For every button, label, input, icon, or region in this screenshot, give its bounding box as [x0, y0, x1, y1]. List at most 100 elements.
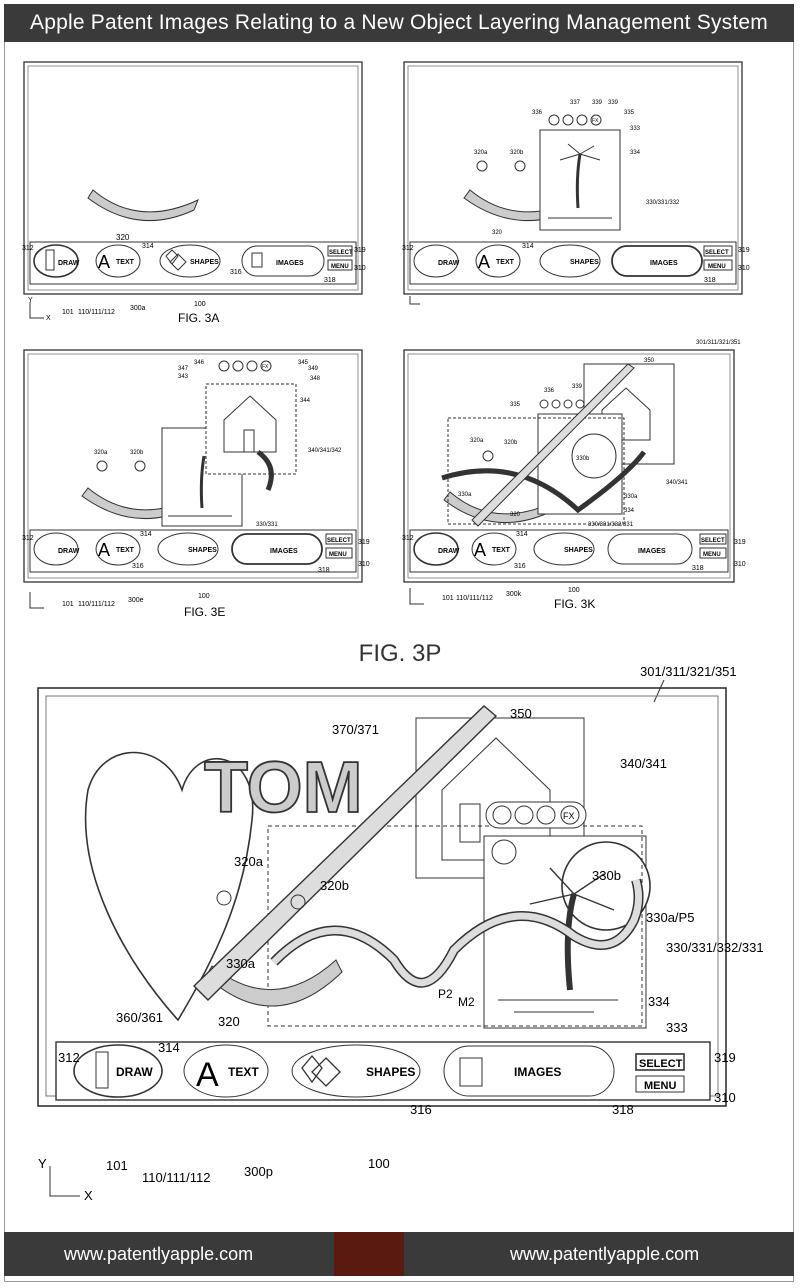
footer-link-left[interactable]: www.patentlyapple.com — [64, 1244, 254, 1264]
svg-text:110/111/112: 110/111/112 — [142, 1170, 210, 1185]
svg-text:335: 335 — [624, 110, 635, 116]
svg-text:100: 100 — [194, 301, 206, 308]
svg-text:MENU: MENU — [708, 264, 726, 270]
svg-text:344: 344 — [300, 398, 311, 404]
sun-circle — [561, 841, 651, 931]
svg-text:M2: M2 — [458, 995, 475, 1009]
svg-text:330b: 330b — [592, 868, 621, 883]
svg-text:101: 101 — [62, 309, 74, 316]
text-label: TEXT — [228, 1065, 259, 1079]
svg-text:312: 312 — [402, 245, 414, 252]
svg-text:110/111/112: 110/111/112 — [456, 595, 493, 602]
svg-text:314: 314 — [140, 531, 152, 538]
svg-text:FX: FX — [563, 811, 575, 821]
svg-text:A: A — [98, 540, 110, 560]
svg-text:DRAW: DRAW — [58, 548, 80, 555]
caption-3p: FIG. 3P — [358, 640, 442, 667]
svg-text:SELECT: SELECT — [327, 538, 351, 544]
svg-text:SHAPES: SHAPES — [570, 259, 599, 266]
svg-text:318: 318 — [318, 567, 330, 574]
object-toolbar — [485, 801, 587, 829]
svg-text:349: 349 — [308, 366, 319, 372]
svg-text:345: 345 — [298, 360, 309, 366]
svg-text:101: 101 — [442, 595, 454, 602]
footer-link-right[interactable]: www.patentlyapple.com — [510, 1244, 700, 1264]
select-button — [635, 1053, 685, 1071]
svg-text:DRAW: DRAW — [438, 260, 460, 267]
svg-text:330/331: 330/331 — [256, 522, 278, 528]
svg-text:TEXT: TEXT — [116, 547, 135, 554]
svg-text:A: A — [474, 540, 486, 560]
svg-text:300p: 300p — [244, 1164, 273, 1179]
draw-label: DRAW — [58, 260, 80, 267]
svg-text:320a: 320a — [94, 450, 108, 456]
footer-bar: www.patentlyapple.com www.patentlyapple.… — [4, 1232, 794, 1276]
images-label: IMAGES — [514, 1065, 561, 1079]
svg-text:333: 333 — [666, 1020, 688, 1035]
text-label: TEXT — [116, 259, 135, 266]
svg-text:320: 320 — [218, 1014, 240, 1029]
tom-text: TOM — [204, 748, 363, 828]
svg-text:316: 316 — [410, 1102, 432, 1117]
smile-stroke — [87, 189, 199, 221]
svg-text:DRAW: DRAW — [438, 548, 460, 555]
shapes-label: SHAPES — [366, 1065, 415, 1079]
svg-text:360/361: 360/361 — [116, 1010, 163, 1025]
svg-text:319: 319 — [354, 247, 366, 254]
svg-text:340/341: 340/341 — [620, 756, 667, 771]
menu-button — [635, 1075, 685, 1093]
menu-label: MENU — [331, 264, 349, 270]
text-tool — [183, 1044, 269, 1098]
draw-tool — [33, 244, 79, 278]
svg-text:IMAGES: IMAGES — [638, 548, 666, 555]
svg-text:MENU: MENU — [329, 552, 347, 558]
select-label: SELECT — [639, 1058, 683, 1070]
svg-text:312: 312 — [402, 535, 414, 542]
svg-text:316: 316 — [514, 563, 526, 570]
svg-text:301/311/321/351: 301/311/321/351 — [696, 340, 741, 346]
svg-text:330/331/332/331: 330/331/332/331 — [666, 940, 764, 955]
figure-3e: FX 346 347 345 349 348 343 344 340/341/3… — [22, 349, 370, 619]
pencil-tool — [193, 705, 498, 1001]
svg-text:348: 348 — [310, 376, 321, 382]
svg-text:339: 339 — [572, 384, 583, 390]
svg-text:X: X — [46, 315, 51, 322]
svg-text:314: 314 — [522, 243, 534, 250]
svg-text:320b: 320b — [504, 440, 518, 446]
svg-text:340/341/342: 340/341/342 — [308, 448, 342, 454]
svg-text:320b: 320b — [130, 450, 144, 456]
svg-text:320b: 320b — [320, 878, 349, 893]
svg-text:346: 346 — [194, 360, 205, 366]
select-label: SELECT — [329, 250, 353, 256]
svg-text:320: 320 — [492, 230, 503, 236]
svg-text:110/111/112: 110/111/112 — [78, 309, 115, 316]
svg-text:320a: 320a — [470, 438, 484, 444]
svg-text:320a: 320a — [234, 854, 264, 869]
svg-text:330a: 330a — [624, 494, 638, 500]
svg-text:A: A — [196, 1056, 219, 1094]
svg-text:310: 310 — [354, 265, 366, 272]
svg-text:335: 335 — [510, 402, 521, 408]
svg-text:Y: Y — [38, 1156, 47, 1171]
svg-text:100: 100 — [568, 587, 580, 594]
svg-text:319: 319 — [358, 539, 370, 546]
caption-3a: FIG. 3A — [178, 311, 219, 325]
svg-text:334: 334 — [624, 508, 635, 514]
svg-text:IMAGES: IMAGES — [270, 548, 298, 555]
text-tool — [95, 244, 141, 278]
heart-shape — [84, 751, 254, 1022]
svg-text:314: 314 — [158, 1040, 180, 1055]
svg-text:330b: 330b — [576, 456, 590, 462]
figure-3k: 301/311/321/351 350 336 335 339 340/341 … — [402, 340, 746, 611]
menu-label: MENU — [644, 1080, 676, 1092]
svg-text:318: 318 — [612, 1102, 634, 1117]
svg-text:350: 350 — [510, 706, 532, 721]
svg-text:Y: Y — [28, 297, 33, 304]
svg-text:TEXT: TEXT — [492, 547, 511, 554]
svg-text:SELECT: SELECT — [705, 250, 729, 256]
svg-text:334: 334 — [648, 994, 670, 1009]
svg-text:314: 314 — [516, 531, 528, 538]
svg-text:110/111/112: 110/111/112 — [78, 601, 115, 608]
svg-text:FX: FX — [592, 118, 599, 124]
svg-text:TEXT: TEXT — [496, 259, 515, 266]
